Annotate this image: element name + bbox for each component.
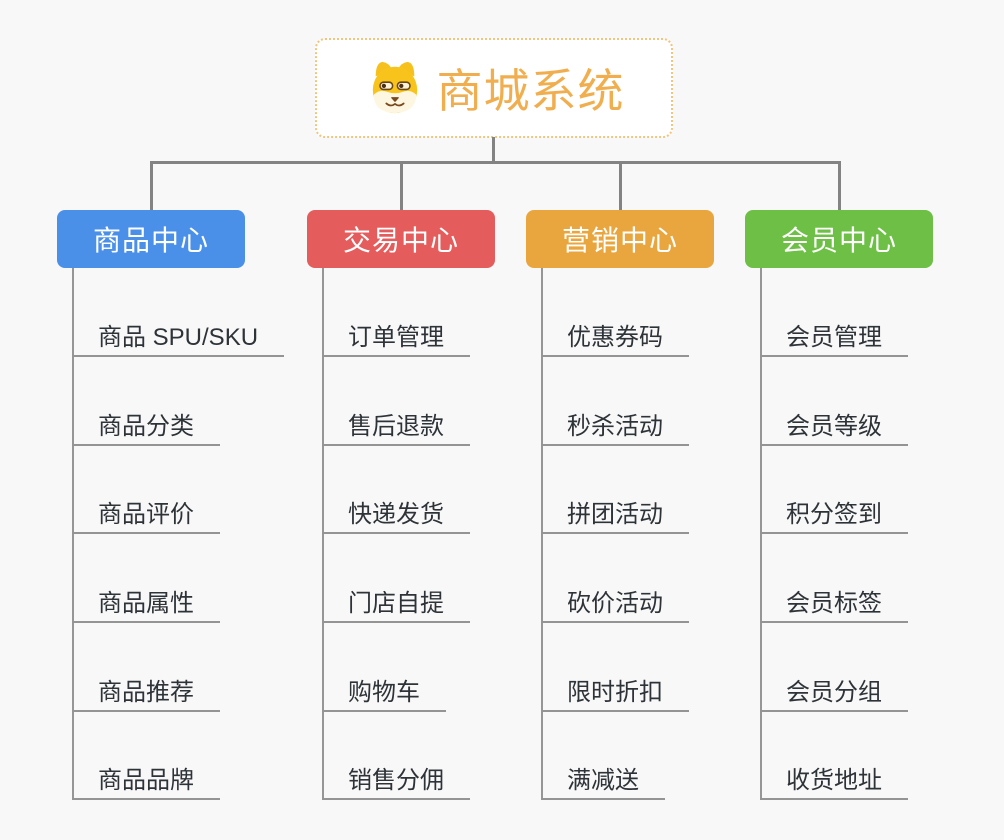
root-topic-title: 商城系统 <box>436 65 625 117</box>
topic-node[interactable]: 商品品牌 <box>72 756 220 800</box>
connector-horizontal-bus <box>150 161 841 164</box>
topic-node[interactable]: 砍价活动 <box>541 579 689 623</box>
branch-trunk-line <box>72 268 74 800</box>
topic-node[interactable]: 门店自提 <box>322 579 470 623</box>
branch-header-member-center[interactable]: 会员中心 <box>745 210 933 268</box>
branch-header-trade-center[interactable]: 交易中心 <box>307 210 495 268</box>
branch-product-center: 商品中心 商品 SPU/SKU 商品分类 商品评价 商品属性 商品推荐 商品品牌 <box>57 210 307 810</box>
topic-node[interactable]: 会员分组 <box>760 668 908 712</box>
topic-node[interactable]: 商品分类 <box>72 402 220 446</box>
topic-node[interactable]: 秒杀活动 <box>541 402 689 446</box>
connector-branch-stub <box>619 161 622 210</box>
topic-node[interactable]: 销售分佣 <box>322 756 470 800</box>
topic-node[interactable]: 拼团活动 <box>541 490 689 534</box>
connector-root-stub <box>492 137 495 164</box>
topic-node[interactable]: 满减送 <box>541 756 665 800</box>
branch-trunk-line <box>541 268 543 800</box>
topic-node[interactable]: 会员标签 <box>760 579 908 623</box>
topic-node[interactable]: 商品 SPU/SKU <box>72 313 285 357</box>
root-topic[interactable]: 商城系统 <box>315 38 673 138</box>
topic-node[interactable]: 购物车 <box>322 668 446 712</box>
topic-node[interactable]: 积分签到 <box>760 490 908 534</box>
topic-node[interactable]: 优惠券码 <box>541 313 689 357</box>
branch-member-center: 会员中心 会员管理 会员等级 积分签到 会员标签 会员分组 收货地址 <box>745 210 995 810</box>
topic-node[interactable]: 会员等级 <box>760 402 908 446</box>
branch-header-marketing-center[interactable]: 营销中心 <box>526 210 714 268</box>
topic-node[interactable]: 会员管理 <box>760 313 908 357</box>
topic-node[interactable]: 收货地址 <box>760 756 908 800</box>
topic-node[interactable]: 限时折扣 <box>541 668 689 712</box>
topic-node[interactable]: 商品属性 <box>72 579 220 623</box>
topic-node[interactable]: 快递发货 <box>322 490 470 534</box>
branch-marketing-center: 营销中心 优惠券码 秒杀活动 拼团活动 砍价活动 限时折扣 满减送 <box>526 210 776 810</box>
connector-branch-stub <box>838 161 841 210</box>
topic-node[interactable]: 商品评价 <box>72 490 220 534</box>
branch-trunk-line <box>322 268 324 800</box>
shiba-dog-icon <box>372 61 417 114</box>
connector-branch-stub <box>150 161 153 210</box>
connector-branch-stub <box>400 161 403 210</box>
topic-node[interactable]: 订单管理 <box>322 313 470 357</box>
branch-trade-center: 交易中心 订单管理 售后退款 快递发货 门店自提 购物车 销售分佣 <box>307 210 557 810</box>
branch-trunk-line <box>760 268 762 800</box>
topic-node[interactable]: 售后退款 <box>322 402 470 446</box>
branch-header-product-center[interactable]: 商品中心 <box>57 210 245 268</box>
topic-node[interactable]: 商品推荐 <box>72 668 220 712</box>
